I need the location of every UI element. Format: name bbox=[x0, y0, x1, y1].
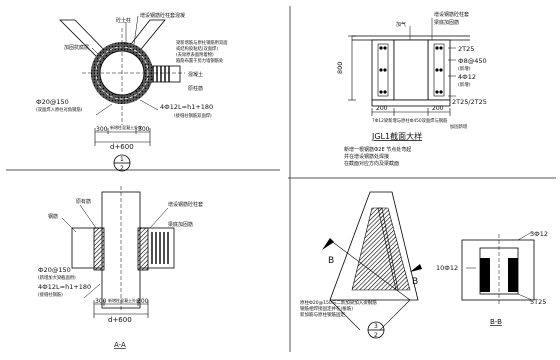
p5-title: B-B bbox=[490, 318, 502, 326]
p2-dim-800: 800 bbox=[336, 62, 344, 74]
p1-dim-300b: 300 bbox=[138, 126, 150, 133]
p3-band-note: 新增柱混凝土外皮 bbox=[108, 297, 140, 303]
p2-top-label-c: 梁底加固筋 bbox=[434, 19, 459, 26]
p4-section-b-left: B bbox=[328, 256, 334, 266]
p4-note-2: 钢筋相焊接固定并在(植筋) bbox=[300, 305, 353, 312]
p3-title: A-A bbox=[114, 341, 126, 349]
p2-rebar-2t25b: 2T25/2T25 bbox=[452, 98, 487, 106]
p1-note-4: 箍筋布置于剪力墙钢筋处 bbox=[176, 57, 224, 64]
p2-dim-200a: 200 bbox=[376, 105, 388, 112]
p1-right-label-a: 混凝土 bbox=[188, 71, 203, 78]
p1-right-rebar-sub: (接缝柱钢筋双面焊) bbox=[174, 112, 212, 119]
p1-section-sheet: 2 bbox=[120, 165, 124, 172]
p2-rebar-note: (新增) bbox=[458, 81, 471, 88]
p3-dim-total: d+600 bbox=[108, 316, 132, 324]
p3-right-label-b: 梁底加固筋 bbox=[168, 221, 193, 228]
p1-right-rebar: 4Ф12L=h1+180 bbox=[160, 103, 213, 111]
p5-rebar-5t25: 5T25 bbox=[530, 298, 546, 306]
p2-rebar-4t12: 4Ф12 bbox=[458, 73, 476, 81]
p1-note-3: (去除原表面附着物) bbox=[176, 51, 214, 58]
p1-left-label: 加固抗腐层 bbox=[64, 44, 89, 51]
p4-section-number: 3 bbox=[374, 323, 378, 330]
p1-dim-total: d+600 bbox=[110, 143, 134, 151]
p3-left-rebar-2: 4Ф12L=h1+180 bbox=[38, 283, 91, 291]
p3-left-rebar-sub: (新增加大梁截面用) bbox=[38, 274, 76, 281]
panel-2-beam-section bbox=[348, 18, 470, 116]
p2-top-label-a: 加气 bbox=[396, 21, 406, 28]
p3-left-label-a: 原有筋 bbox=[76, 198, 91, 205]
p2-rebar-2t25: 2T25 bbox=[458, 45, 474, 53]
p2-top-label-b: 增设钢筋砼柱套 bbox=[434, 11, 469, 18]
p1-note-2: 或结构胶粘结(双面焊) bbox=[176, 45, 218, 52]
p3-left-label-b: 钢筋 bbox=[48, 213, 58, 220]
p1-top-label-b: 增设钢筋砼柱套混凝 bbox=[140, 12, 185, 19]
p1-right-label-b: 原柱筋 bbox=[188, 85, 203, 92]
p3-dim-300b: 300 bbox=[137, 298, 149, 305]
p2-stirrup: Ф8@450 bbox=[458, 57, 487, 65]
p1-dim-300a: 300 bbox=[96, 126, 108, 133]
p2-text-1: 新增一根钢筋Ф2E 节点处弯起 bbox=[344, 146, 411, 153]
p1-band-note: 新增柱混凝土外皮 bbox=[110, 124, 142, 130]
p1-left-rebar: Ф20@150 bbox=[36, 98, 69, 106]
p2-dim-200b: 200 bbox=[432, 105, 444, 112]
panel-3-section-aa bbox=[61, 186, 175, 318]
p4-note-3: 新加筋与原柱钢筋固定 bbox=[300, 311, 345, 318]
p5-rebar-10t12: 10Ф12 bbox=[436, 264, 458, 272]
p3-right-label-a: 增设钢筋砼柱套 bbox=[168, 201, 203, 208]
p1-top-label-a: 砼土柱 bbox=[116, 17, 131, 24]
p2-stirrup-note: (新增) bbox=[458, 65, 471, 72]
p2-title: JGL1截面大样 bbox=[371, 131, 422, 141]
p2-under-note: 7Ф12梁新增与原柱Ф450双面焊与钢筋 bbox=[372, 117, 448, 124]
p3-left-rebar: Ф20@150 bbox=[38, 266, 71, 274]
p5-rebar-3t12: 3Ф12 bbox=[530, 230, 548, 238]
p3-dim-300a: 300 bbox=[95, 298, 107, 305]
p1-section-number: 1 bbox=[120, 156, 124, 163]
sheet-dividers bbox=[6, 6, 556, 352]
p2-under-note-2: 加固新增 bbox=[450, 123, 467, 130]
p1-left-rebar-sub: (双面焊入原柱对角钢筋) bbox=[36, 106, 83, 113]
p1-note-1: 梁新增筋与原柱钢筋用双面 bbox=[176, 39, 228, 46]
p2-text-2: 并在增设钢筋处焊接 bbox=[344, 153, 389, 160]
panel-5-section-bb bbox=[461, 231, 535, 306]
p4-section-sheet: 2 bbox=[374, 332, 378, 339]
panel-4-corner-joint bbox=[322, 191, 422, 339]
p2-text-3: 在截面对应方向及梁截面 bbox=[344, 160, 399, 167]
p4-note-1: 原柱Ф20@150与二新加梁加入梁钢筋 bbox=[300, 299, 377, 306]
p4-section-b-right: B bbox=[412, 277, 418, 287]
panel-1-column-plan bbox=[59, 15, 185, 172]
p3-left-rebar-2-sub: (接缝柱钢筋) bbox=[38, 291, 63, 298]
